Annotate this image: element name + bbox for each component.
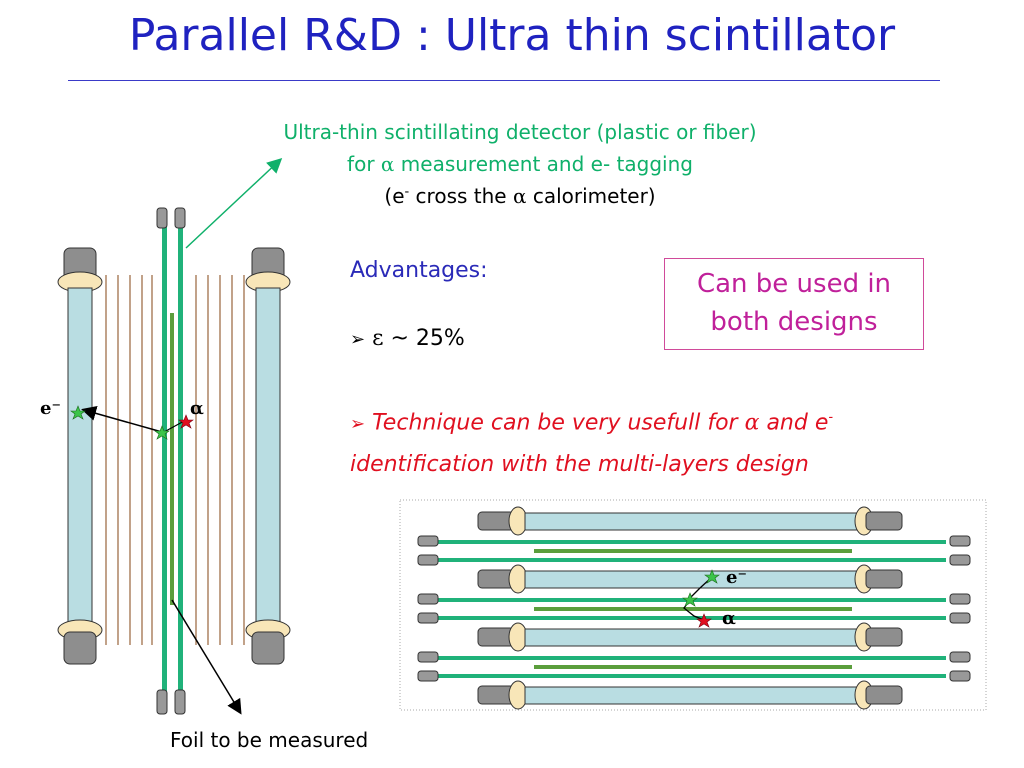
electron-label: e⁻ [40,398,61,419]
calorimeter-row-3 [477,622,903,652]
fiber-connector-top-left [156,207,168,229]
callout-line-1: Ultra-thin scintillating detector (plast… [283,120,757,144]
fiber-connector-bottom-left [156,689,168,715]
electron-hit-star [70,405,86,420]
box-line-2: both designs [710,307,878,337]
scintillator-fiber-left [162,226,167,692]
callout-line-2-pre: for [347,152,381,176]
callout-line-2: for α measurement and e- tagging [150,152,890,176]
right-calorimeter-tube [255,287,281,631]
left-wire-plane [105,275,153,645]
vertical-design-diagram [57,157,291,715]
right-wire-plane [195,275,245,645]
arrow-bullet-icon: ➢ [350,413,366,435]
technique-sup: - [828,410,834,425]
source-foil [170,313,174,605]
fiber-hit-star [154,425,170,440]
title-divider [68,80,940,81]
multilayer-alpha-star [696,613,712,628]
multilayer-electron-star [704,569,720,584]
multilayer-alpha-label: α [722,608,736,629]
arrow-bullet-icon: ➢ [350,329,366,350]
efficiency-value: ~ 25% [383,326,465,351]
left-pmt-bottom [63,631,97,665]
alpha-hit-star [178,414,194,429]
calorimeter-row-2 [477,564,903,594]
technique-text-pre: Technique can be very usefull for [365,410,745,436]
multilayer-design-diagram [399,499,987,711]
slide-title: Parallel R&D : Ultra thin scintillator [128,10,896,61]
alpha-symbol: α [744,410,760,436]
calorimeter-row-1 [477,506,903,536]
callout-line-3-pre: (e [384,184,405,208]
electron-track [81,406,163,433]
callout-line-3-sup: - [404,184,410,200]
box-line-1: Can be used in [696,269,892,299]
left-calorimeter-tube [67,287,93,631]
right-pmt-bottom [251,631,285,665]
efficiency-item: ➢ ε ~ 25% [350,326,465,351]
scintillator-fiber-right [178,226,183,692]
callout-line-2-post: measurement and e- tagging [394,152,693,176]
callout-line-3-post: calorimeter) [526,184,656,208]
alpha-symbol: α [512,184,527,208]
technique-text-mid: and e [759,410,829,436]
fiber-connector-top-right [174,207,186,229]
multilayer-fiber-star [682,592,698,607]
foil-label: Foil to be measured [170,728,369,752]
diagram-frame [399,499,987,711]
technique-line-1: ➢ Technique can be very usefull for α an… [350,410,833,435]
epsilon-symbol: ε [372,326,384,351]
callout-line-3: (e- cross the α calorimeter) [150,184,890,208]
calorimeter-row-4 [477,680,903,710]
advantages-heading: Advantages: [350,258,488,283]
alpha-label: α [190,398,204,419]
fiber-layer-1 [417,535,971,566]
fiber-connector-bottom-right [174,689,186,715]
fiber-layer-3 [417,651,971,682]
callout-line-3-mid: cross the [409,184,513,208]
both-designs-box: Can be used in both designs [664,258,924,350]
callout-pointer [185,157,283,249]
technique-line-2: identification with the multi-layers des… [350,452,809,477]
multilayer-electron-label: e⁻ [726,567,747,588]
foil-pointer [171,599,242,715]
alpha-symbol: α [380,152,395,176]
